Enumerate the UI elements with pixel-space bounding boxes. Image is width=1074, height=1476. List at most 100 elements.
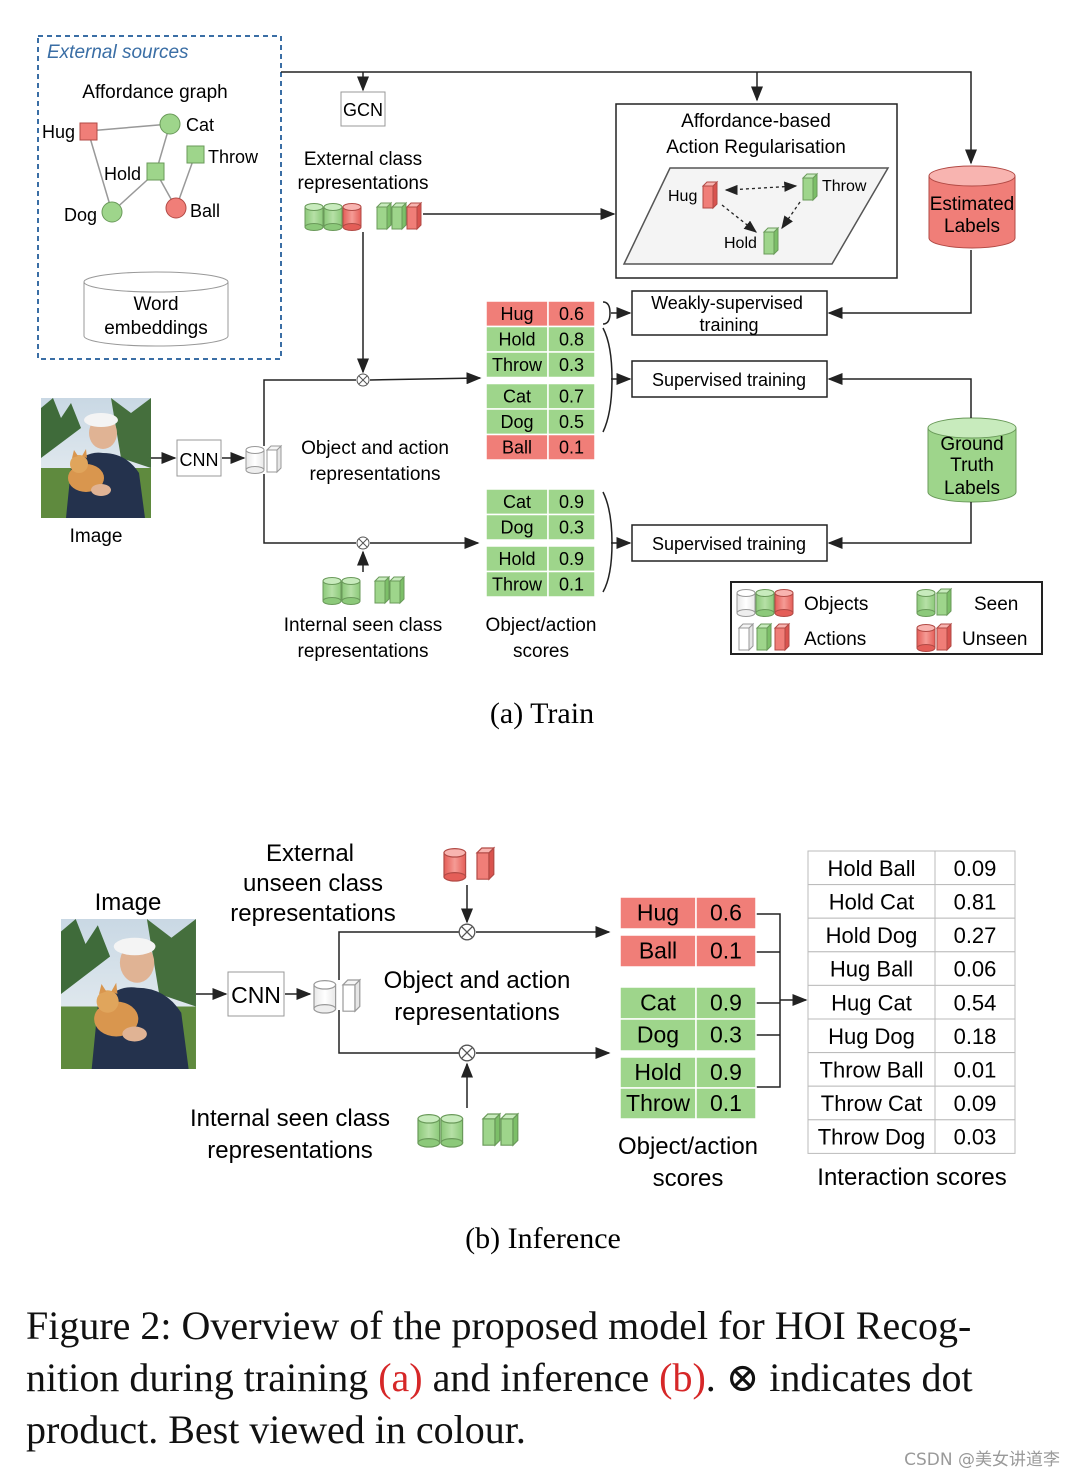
interaction-row-label: Throw Ball — [820, 1057, 924, 1082]
reg-hold-label: Hold — [724, 235, 757, 252]
train-top-score-row-value: 0.7 — [559, 386, 584, 406]
train-bottom-score-row-label: Throw — [492, 574, 543, 594]
train-image-label: Image — [70, 526, 123, 547]
train-bottom-score-row-value: 0.9 — [559, 492, 584, 512]
interaction-row-label: Hold Cat — [829, 889, 915, 914]
inf-external-unseen-2: unseen class — [243, 870, 383, 897]
train-top-score-row-value-cell — [547, 300, 596, 328]
weakly-supervised-text-2: training — [699, 315, 758, 335]
interaction-row-label-cell — [807, 1085, 936, 1121]
dog-node-label: Dog — [64, 205, 97, 225]
ground-truth-cylinder — [927, 417, 1017, 503]
train-top-score-row-value-cell — [547, 351, 596, 379]
reg-hold-glyph — [763, 227, 779, 255]
caption-line-1: Figure 2: Overview of the proposed model… — [26, 1303, 972, 1348]
interaction-row-value: 0.81 — [954, 889, 997, 914]
legend-unseen-glyphs — [916, 623, 952, 652]
inf-internal-seen-1: Internal seen class — [190, 1105, 390, 1132]
word-embeddings-cylinder — [83, 271, 229, 347]
cat-node — [159, 113, 181, 135]
ground-truth-text-3: Labels — [944, 478, 1000, 499]
hold-node — [146, 162, 165, 181]
external-class-repr-glyphs — [304, 202, 422, 231]
throw-node-label: Throw — [208, 147, 259, 167]
train-scores-label-1: Object/action — [486, 615, 597, 636]
legend-unseen-label: Unseen — [962, 629, 1028, 650]
train-object-repr-glyph — [245, 446, 265, 474]
inf-unseen-score-row-value-cell — [695, 896, 757, 930]
interaction-row-label: Hold Ball — [827, 856, 915, 881]
caption-part-4: . ⊗ indicates dot — [705, 1355, 973, 1400]
train-dot-product-bottom — [356, 536, 370, 550]
inf-unseen-score-row-label-cell — [619, 934, 697, 968]
interaction-row-value-cell — [934, 1018, 1016, 1054]
hug-node-label: Hug — [42, 122, 75, 142]
interaction-row-label-cell — [807, 1119, 936, 1154]
inf-unseen-score-row-value: 0.1 — [710, 938, 742, 964]
train-obj-action-repr-1: Object and action — [301, 438, 449, 459]
inf-action-score-row-value-cell — [695, 1056, 757, 1089]
external-routing-lines — [281, 71, 977, 165]
external-sources-label: External sources — [47, 42, 189, 63]
hoi-model-diagram: External sources Affordance graph Hug Ca… — [37, 35, 1043, 1255]
interaction-row-value-cell — [934, 917, 1016, 953]
train-top-score-row-value: 0.1 — [559, 437, 584, 457]
caption-ref-a[interactable]: (a) — [378, 1355, 423, 1400]
train-flow-lines — [263, 372, 482, 572]
supervised-top-box — [631, 360, 828, 398]
train-scores-label-2: scores — [513, 641, 569, 662]
train-internal-seen-2: representations — [298, 641, 429, 662]
train-bottom-score-row-label-cell — [485, 488, 549, 516]
train-top-score-row-value: 0.8 — [559, 329, 584, 349]
external-sources-box — [37, 35, 282, 360]
interaction-scores-label: Interaction scores — [817, 1164, 1006, 1191]
supervised-top-text: Supervised training — [652, 370, 806, 390]
caption-part-3: and inference — [422, 1355, 660, 1400]
train-bottom-score-row-value-cell — [547, 570, 596, 598]
inf-unseen-score-row-value: 0.6 — [710, 900, 742, 926]
train-top-score-row-label: Throw — [492, 355, 543, 375]
train-top-score-row-value: 0.6 — [559, 304, 584, 324]
interaction-row-value: 0.27 — [954, 923, 997, 948]
inf-object-score-row-label: Dog — [637, 1022, 679, 1048]
inf-object-score-row-label: Cat — [640, 990, 676, 1016]
legend-objects-label: Objects — [804, 594, 868, 615]
interaction-row-value-cell — [934, 1119, 1016, 1154]
train-image — [41, 398, 151, 518]
regularisation-title-2: Action Regularisation — [666, 137, 846, 158]
label-feedback-lines — [611, 250, 972, 549]
train-bottom-score-row-label: Hold — [498, 549, 535, 569]
train-cnn-box — [176, 439, 222, 477]
interaction-row-value-cell — [934, 1085, 1016, 1121]
caption-ref-b[interactable]: (b) — [659, 1355, 706, 1400]
score-brackets — [602, 301, 613, 593]
inf-unseen-score-row-label: Hug — [637, 900, 679, 926]
interaction-row-label: Hug Dog — [828, 1024, 915, 1049]
train-obj-action-repr-2: representations — [310, 464, 441, 485]
inf-obj-action-repr-1: Object and action — [384, 967, 571, 994]
weakly-supervised-box — [631, 290, 828, 336]
interaction-row-label: Hug Ball — [830, 957, 913, 982]
ground-truth-text-1: Ground — [940, 434, 1003, 455]
train-top-score-row-value: 0.3 — [559, 355, 584, 375]
train-bottom-score-row-value-cell — [547, 488, 596, 516]
inf-dot-product-bottom — [458, 1044, 476, 1062]
legend-actions-glyphs — [738, 623, 790, 651]
inf-unseen-score-row-label: Ball — [639, 938, 677, 964]
interaction-row-value-cell — [934, 1052, 1016, 1087]
inf-object-score-row-value-cell — [695, 986, 757, 1020]
estimated-labels-text-1: Estimated — [930, 194, 1014, 215]
reg-throw-glyph — [802, 173, 818, 201]
legend-seen-label: Seen — [974, 594, 1018, 615]
inf-image — [61, 919, 196, 1069]
inf-external-unseen-1: External — [266, 840, 354, 867]
cat-node-label: Cat — [186, 115, 214, 135]
inf-action-score-row-value: 0.1 — [710, 1090, 742, 1116]
affordance-graph-title: Affordance graph — [82, 82, 227, 103]
interaction-row-label: Throw Cat — [821, 1091, 922, 1116]
train-cnn-label: CNN — [180, 450, 219, 470]
figure-caption: Figure 2: Overview of the proposed model… — [26, 1300, 1066, 1456]
